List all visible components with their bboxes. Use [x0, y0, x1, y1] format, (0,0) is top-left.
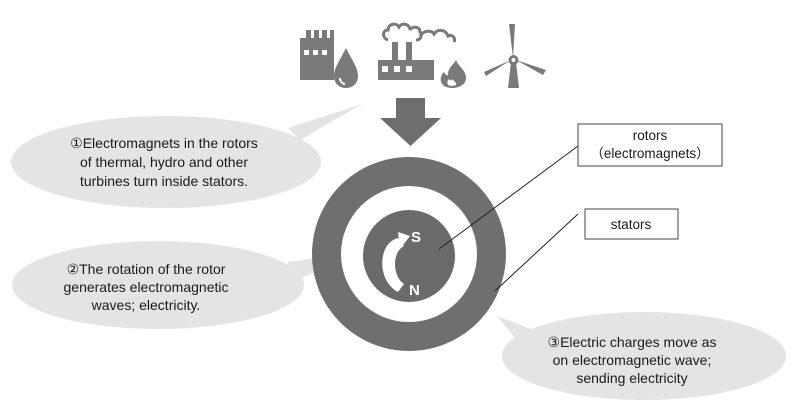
- rotors-leader-line: [438, 145, 579, 250]
- bubble-one-line-3: turbines turn inside stators.: [80, 173, 248, 189]
- stators-label-box: stators: [584, 208, 679, 240]
- rotors-label-line-1: rotors: [633, 128, 668, 143]
- wind-turbine-icon: [484, 24, 546, 88]
- rotation-arrow-icon: [382, 232, 410, 292]
- bubble-one-line-1: ①Electromagnets in the rotors: [70, 135, 258, 151]
- bubble-two-line-1: ②The rotation of the rotor: [67, 261, 226, 277]
- south-pole-label: S: [411, 229, 421, 246]
- stators-label-text: stators: [611, 217, 652, 232]
- north-pole-label: N: [409, 282, 420, 299]
- bubble-three-line-1: ③Electric charges move as: [548, 334, 717, 350]
- bubble-three-line-2: on electromagnetic wave;: [553, 352, 712, 368]
- bubble-three: ③Electric charges move as on electromagn…: [497, 312, 786, 400]
- rotors-label-line-2: （electromagnets）: [590, 146, 709, 161]
- down-arrow-icon: [380, 98, 441, 146]
- bubble-two-line-3: waves; electricity.: [91, 297, 201, 313]
- rotors-label-box: rotors （electromagnets）: [577, 123, 723, 167]
- power-plant-fire-icon: [378, 22, 466, 88]
- stators-leader-line: [494, 213, 579, 292]
- bubble-one: ①Electromagnets in the rotors of thermal…: [11, 104, 362, 208]
- bubble-one-line-2: of thermal, hydro and other: [80, 154, 248, 170]
- bubble-two: ②The rotation of the rotor generates ele…: [12, 241, 372, 329]
- factory-oil-icon: [300, 30, 358, 88]
- bubble-three-line-3: sending electricity: [576, 370, 687, 386]
- bubble-two-line-2: generates electromagnetic: [64, 279, 229, 295]
